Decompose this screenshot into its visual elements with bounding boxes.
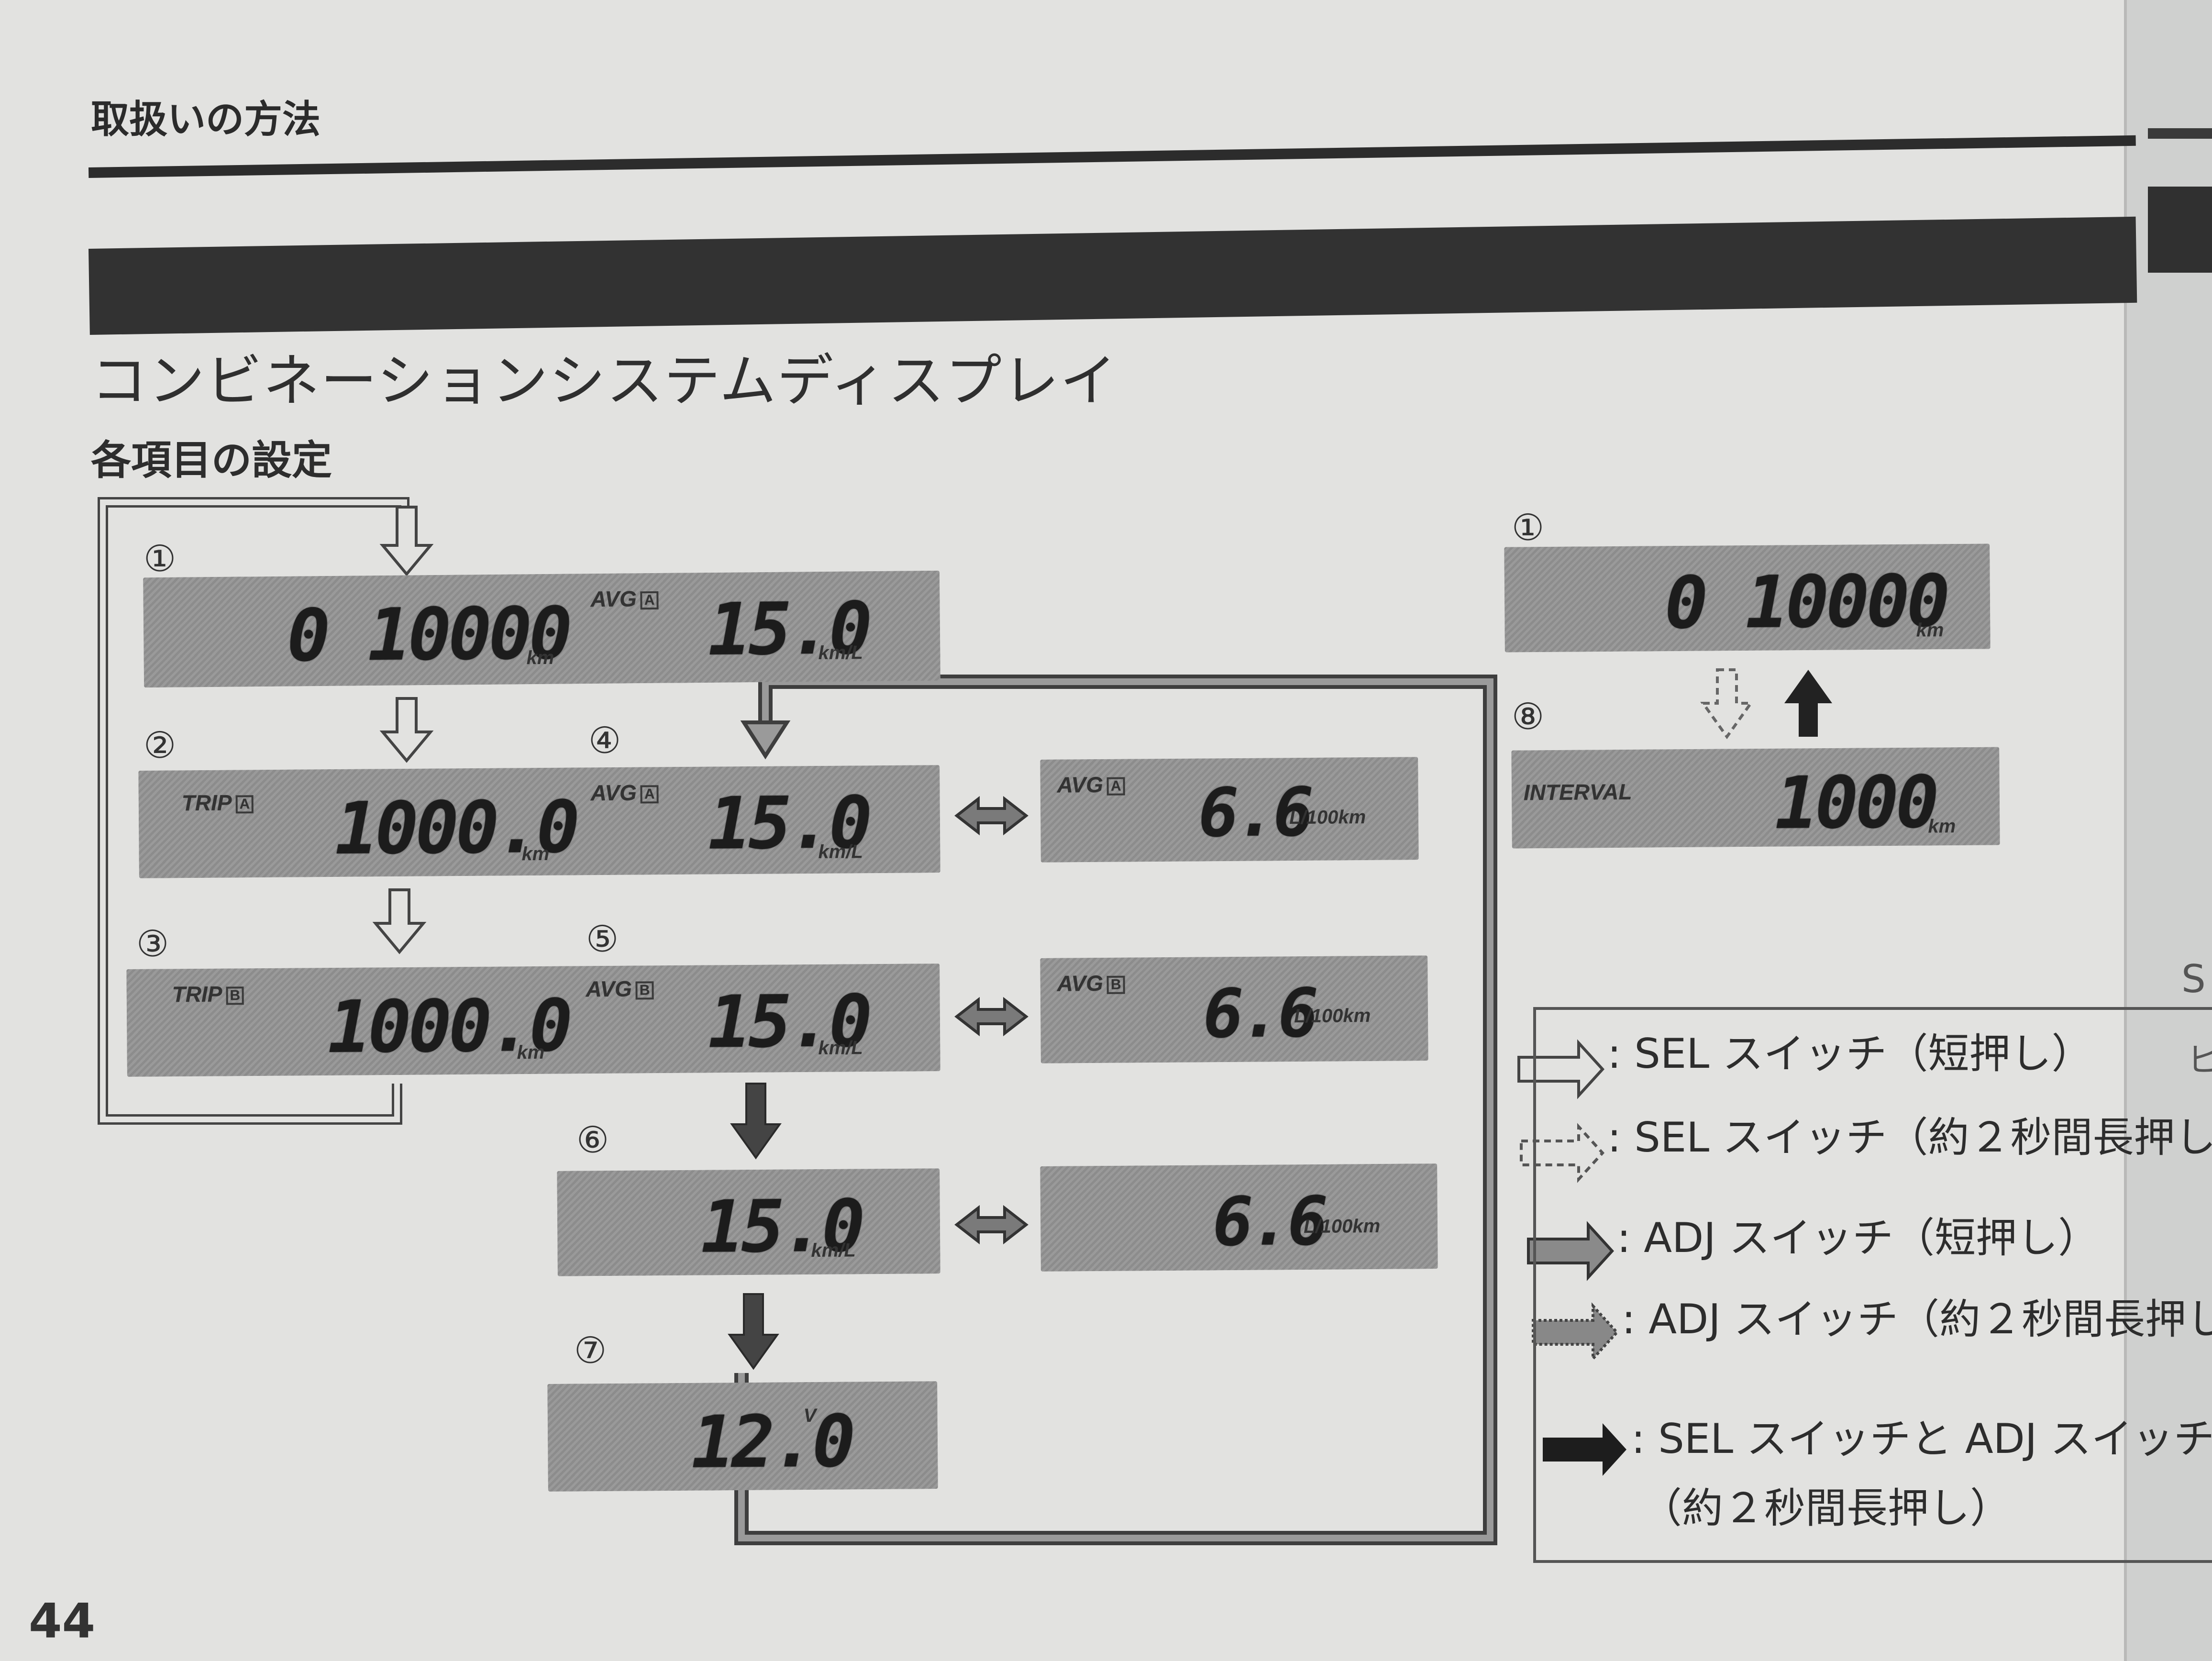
display-8-interval: INTERVAL 1000 km — [1511, 747, 2000, 849]
display-7-voltage: 12.0 V — [547, 1381, 938, 1492]
margin-text-2: ヒ — [2186, 1041, 2212, 1080]
step-4: ④ — [588, 719, 621, 762]
page-title: コンビネーションシステムディスプレイ — [91, 348, 1117, 414]
sel-long-dashed-arrow — [1700, 668, 1754, 740]
avg-unit: km/L — [818, 1037, 863, 1059]
trip-unit: km — [517, 1041, 545, 1063]
legend-sel-and-adj-note: （約２秒間長押し） — [1641, 1484, 2011, 1532]
trip-unit: km — [521, 843, 550, 865]
step-1-right: ① — [1512, 506, 1545, 549]
avg-unit: L/100km — [1289, 807, 1366, 829]
page-subtitle: 各項目の設定 — [91, 437, 332, 484]
odometer-unit: km — [1916, 620, 1944, 641]
legend-box — [1533, 1007, 2212, 1563]
display-6-alt-l100km: 6.6 L/100km — [1040, 1163, 1438, 1272]
step-6: ⑥ — [576, 1118, 609, 1161]
display-1-right-odometer: 0 10000 km — [1504, 543, 1991, 653]
legend-sel-long: : SEL スイッチ（約２秒間長押し — [1607, 1114, 2212, 1162]
avg-unit: km/L — [818, 841, 863, 863]
page-number: 44 — [29, 1593, 96, 1649]
interval-unit: km — [1928, 816, 1956, 837]
legend-adj-long: : ADJ スイッチ（約２秒間長押し — [1622, 1296, 2212, 1343]
margin-text-1: S — [2181, 957, 2206, 1001]
sel-adj-long-up-arrow — [1784, 670, 1832, 737]
fuel-economy-unit: km/L — [811, 1240, 856, 1262]
step-7: ⑦ — [574, 1329, 607, 1372]
legend-sel-short: : SEL スイッチ（短押し） — [1607, 1030, 2093, 1078]
sel-down-arrow-1 — [372, 506, 434, 954]
step-8: ⑧ — [1512, 695, 1545, 738]
adj-down-arrows — [728, 1083, 782, 1370]
display-6-current-kml: 15.0 km/L — [557, 1168, 940, 1276]
voltage-unit: V — [803, 1405, 817, 1427]
odometer-value: 0 10000 — [1664, 560, 1947, 645]
legend-adj-short: : ADJ スイッチ（短押し） — [1617, 1214, 2100, 1262]
odometer-unit: km — [526, 647, 554, 669]
step-5: ⑤ — [586, 918, 619, 960]
avg-unit: km/L — [818, 642, 863, 664]
interval-label: INTERVAL — [1523, 779, 1632, 805]
interval-value: 1000 — [1774, 761, 1936, 845]
next-page-rule — [2148, 128, 2212, 139]
next-page-band — [2148, 187, 2212, 273]
avg-unit: L/100km — [1294, 1005, 1371, 1027]
legend-arrows — [1517, 1039, 1626, 1476]
voltage-value: 12.0 — [691, 1400, 853, 1484]
next-page-edge — [2124, 0, 2212, 1661]
step-1: ① — [144, 537, 177, 580]
adj-long-double-arrows — [954, 796, 1029, 1245]
legend-sel-and-adj: : SEL スイッチと ADJ スイッチ — [1631, 1415, 2212, 1463]
fuel-consumption-unit: L/100km — [1303, 1215, 1381, 1238]
step-3: ③ — [136, 922, 169, 965]
section-heading: 取扱いの方法 — [91, 97, 321, 142]
step-2: ② — [144, 724, 177, 766]
